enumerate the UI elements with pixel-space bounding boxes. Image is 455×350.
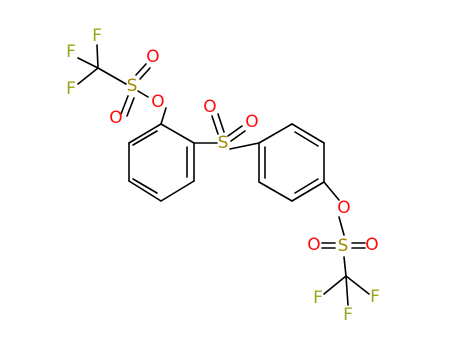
atom-s-top: S (127, 76, 138, 96)
atom-o-ester-top: O (151, 92, 164, 112)
atom-o-top-down: O (109, 108, 122, 128)
atom-f-top: F (92, 26, 102, 46)
atom-o-top-right: O (146, 47, 159, 67)
atom-o-ester-bottom: O (337, 198, 350, 218)
atom-f-bottom-left: F (313, 288, 323, 308)
atom-f-left-lower: F (66, 79, 76, 99)
atom-s-bottom: S (338, 236, 349, 256)
atom-f-left-upper: F (66, 42, 76, 62)
atom-f-bottom-right: F (370, 287, 380, 307)
atom-labels: F F F S O O O S O O O S O O F F F (66, 26, 380, 325)
atom-s-center: S (218, 133, 229, 153)
atom-o-bottom-right: O (365, 235, 378, 255)
atom-o-center-left: O (203, 97, 216, 117)
atom-o-center-right: O (245, 112, 258, 132)
atom-f-bottom: F (343, 305, 353, 325)
bond-lines (77, 44, 370, 306)
atom-o-bottom-left: O (307, 235, 320, 255)
